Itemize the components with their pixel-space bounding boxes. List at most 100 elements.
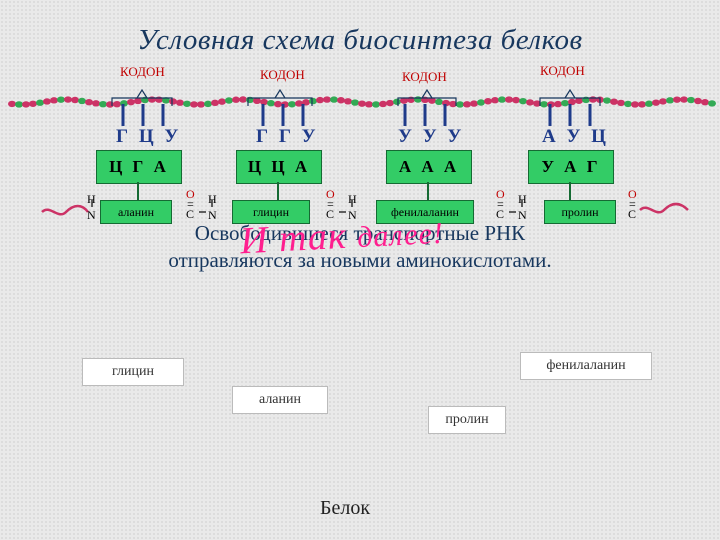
mrna-bead [134,97,142,105]
codon-label-2: КОДОН [260,67,305,82]
mrna-bead [477,99,485,106]
mrna-triplet-2: Г Г У [256,126,319,147]
mrna-bead [554,100,562,108]
atom-eq-3: = [497,197,504,211]
mrna-bead [435,98,443,106]
chain-amino-glycine: глицин [232,200,310,224]
free-amino-phenylalanine: фенилаланин [520,352,652,380]
mrna-bead [36,99,44,106]
free-amino-alanine: аланин [232,386,328,414]
mrna-bead [631,101,639,108]
trna-anticodon-2: Ц Ц А [236,150,322,184]
mrna-bead [491,97,499,104]
mrna-bead [50,97,58,104]
mrna-bead [225,97,233,104]
caption-line-1: Освободившиеся транспортные РНК [194,221,526,245]
mrna-bead [708,100,716,107]
mrna-bead [148,96,156,103]
mrna-triplet-4: А У Ц [542,126,609,147]
mrna-bead [701,99,709,106]
mrna-bead [274,100,282,108]
mrna-bead [694,97,702,105]
free-amino-glycine: глицин [82,358,184,386]
mrna-bead [498,96,506,103]
caption-line-2: отправляются за новыми аминокислотами. [168,248,552,272]
mrna-bead [428,97,436,104]
atom-c-2: C [326,207,335,221]
mrna-bead [351,99,359,106]
atom-o-4: O [628,187,637,201]
mrna-bead [456,101,464,108]
mrna-bead [540,101,548,108]
mrna-bead [78,97,86,105]
atom-eq-1: = [187,197,194,211]
atom-n-4: N [518,208,527,222]
mrna-bead [15,101,23,108]
mrna-bead [526,99,534,106]
mrna-bead [99,100,107,108]
mrna-bead [71,96,79,104]
mrna-bead [337,97,345,104]
mrna-bead [568,98,576,106]
mrna-bead [323,96,331,103]
mrna-bead [29,100,37,107]
atom-o-2: O [326,187,335,201]
chain-wave-right [639,202,689,214]
atom-c-4: C [628,207,637,221]
mrna-bead [22,101,30,108]
mrna-bead [519,97,527,105]
mrna-bead [638,101,646,108]
codon-label-3: КОДОН [402,69,447,84]
diagram-title: Условная схема биосинтеза белков [137,24,583,56]
mrna-bead [659,98,667,105]
mrna-bead [414,96,422,103]
mrna-triplet-1: Г Ц У [116,126,182,147]
chain-amino-proline: пролин [544,200,616,224]
mrna-bead [344,98,352,105]
mrna-bead [393,98,401,105]
mrna-bead [295,100,303,107]
atom-eq-2: = [327,197,334,211]
mrna-bead [197,101,205,108]
mrna-bead [92,100,100,107]
mrna-bead [386,99,394,107]
protein-label: Белок [320,497,371,519]
codon-brackets [111,88,601,106]
mrna-bead [288,101,296,108]
mrna-bead [484,98,492,105]
mrna-bead [176,99,184,106]
overlay-text-2: далее! [356,216,445,255]
mrna-bead [400,97,408,104]
mrna-bead [204,100,212,108]
mrna-bead [624,100,632,108]
mrna-bead [379,100,387,108]
atom-h-3: H [348,192,357,206]
mrna-bead [358,100,366,107]
atom-c-1: C [186,207,195,221]
mrna-bead [680,96,688,103]
mrna-bead [239,96,247,103]
mrna-bead [561,99,569,107]
mrna-bead [43,98,51,105]
caption: Освободившиеся транспортные РНК отправля… [0,220,720,274]
mrna-bead [267,100,275,107]
mrna-bead [309,97,317,105]
atom-n-1: N [87,208,96,222]
base-stems [121,104,592,126]
chain-amino-alanine: аланин [100,200,172,224]
mrna-bead [372,101,380,108]
atom-o-3: O [496,187,505,201]
overlay-text-1: И так [239,214,348,263]
mrna-bead [232,96,240,103]
mrna-bead [470,100,478,107]
mrna-bead [85,98,93,106]
mrna-bead [260,98,268,106]
atom-h-1: H [87,192,96,206]
mrna-bead [575,97,583,104]
mrna-bead [330,96,338,103]
mrna-bead [190,101,198,108]
mrna-bead [505,96,513,103]
mrna-bead [687,96,695,104]
codon-label-1: КОДОН [120,64,165,79]
mrna-bead [463,101,471,108]
